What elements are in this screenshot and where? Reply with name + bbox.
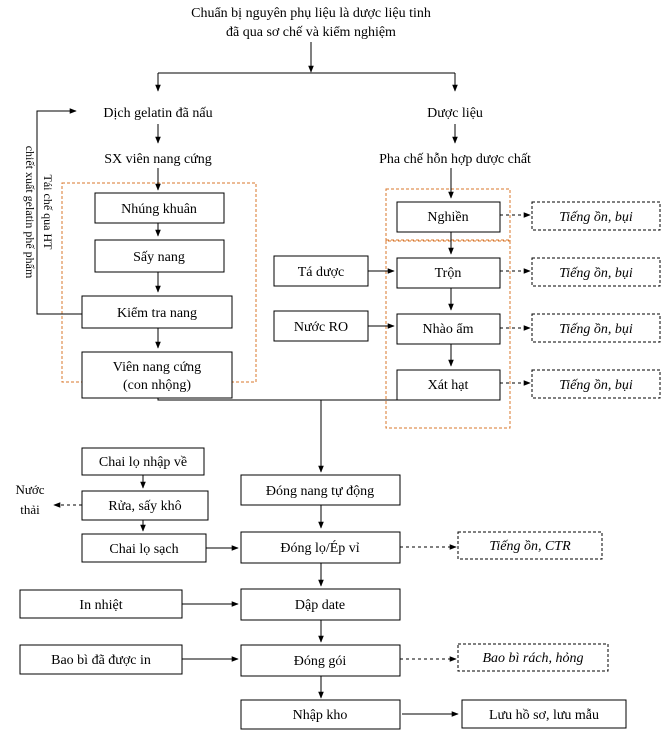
printed-packaging-box: Bao bì đã được in: [19, 644, 183, 675]
ro-water-box: Nước RO: [273, 310, 369, 342]
heat-print-label: In nhiệt: [79, 598, 122, 613]
header-line2: đã qua sơ chế và kiểm nghiệm: [226, 25, 396, 40]
grind-box: Nghiền: [396, 201, 501, 233]
packing-label: Đóng gói: [294, 654, 347, 669]
storage-label: Nhập kho: [293, 708, 348, 723]
inspect-capsule-label: Kiểm tra nang: [117, 306, 197, 321]
noise-ctr-box: Tiếng ồn, CTR: [457, 531, 603, 560]
herb-mix-label: Pha chế hỗn hợp dược chất: [379, 152, 531, 167]
hard-capsule-line1: Viên nang cứng: [113, 360, 201, 375]
noise-label-grind: Tiếng ồn, bụi: [559, 210, 633, 225]
noise-output-knead: Tiếng ồn, bụi: [531, 313, 661, 343]
bottle-blister-box: Đóng lọ/Ép vỉ: [240, 531, 401, 564]
ro-water-label: Nước RO: [294, 320, 348, 335]
noise-label-knead: Tiếng ồn, bụi: [559, 322, 633, 337]
printed-packaging-label: Bao bì đã được in: [51, 653, 151, 668]
auto-fill-label: Đóng nang tự động: [266, 484, 374, 499]
storage-box: Nhập kho: [240, 699, 401, 730]
noise-output-granulate: Tiếng ồn, bụi: [531, 369, 661, 399]
records-label: Lưu hồ sơ, lưu mẫu: [489, 708, 599, 723]
records-box: Lưu hồ sơ, lưu mẫu: [461, 699, 627, 729]
bottles-imported-label: Chai lọ nhập về: [99, 455, 187, 470]
heat-print-box: In nhiệt: [19, 589, 183, 619]
dip-mold-box: Nhúng khuân: [94, 192, 225, 224]
excipient-label: Tá dược: [298, 265, 344, 280]
recycle-line1: Tái chế qua HT: [41, 175, 55, 251]
auto-fill-box: Đóng nang tự động: [240, 474, 401, 506]
noise-ctr-label: Tiếng ồn, CTR: [489, 539, 571, 554]
hard-capsule-line2: (con nhộng): [123, 378, 191, 393]
recycle-label: Tái chế qua HT chiết xuất gelatin phế ph…: [23, 146, 55, 279]
wastewater-line2: thải: [20, 502, 40, 517]
packing-box: Đóng gói: [240, 644, 401, 677]
blend-label: Trộn: [435, 266, 462, 281]
clean-bottles-label: Chai lọ sạch: [109, 542, 178, 557]
clean-bottles-box: Chai lọ sạch: [81, 533, 207, 563]
date-stamp-label: Dập date: [295, 598, 345, 613]
bottles-imported-box: Chai lọ nhập về: [81, 447, 205, 476]
date-stamp-box: Dập date: [240, 588, 401, 621]
gelatin-cooked-label: Dịch gelatin đã nấu: [103, 106, 212, 121]
herb-label: Dược liệu: [427, 106, 483, 121]
noise-label-blend: Tiếng ồn, bụi: [559, 266, 633, 281]
damaged-packaging-box: Bao bì rách, hỏng: [457, 643, 609, 672]
mix-group-border: [385, 239, 511, 429]
excipient-box: Tá dược: [273, 255, 369, 287]
damaged-packaging-label: Bao bì rách, hỏng: [482, 651, 583, 666]
dashed-edges: [53, 212, 531, 662]
grind-group-border: [385, 188, 511, 242]
header-line1: Chuẩn bị nguyên phụ liệu là dược liệu ti…: [191, 6, 431, 21]
knead-label: Nhào ẩm: [423, 322, 474, 337]
noise-output-grind: Tiếng ồn, bụi: [531, 201, 661, 231]
recycle-line2: chiết xuất gelatin phế phẩm: [23, 146, 37, 279]
granulate-label: Xát hạt: [428, 378, 469, 393]
granulate-box: Xát hạt: [396, 369, 501, 401]
sx-capsule-label: SX viên nang cứng: [104, 152, 212, 167]
wash-dry-label: Rửa, sấy khô: [108, 499, 181, 514]
wash-dry-box: Rửa, sấy khô: [81, 490, 209, 521]
noise-label-granulate: Tiếng ồn, bụi: [559, 378, 633, 393]
hard-capsule-box: Viên nang cứng (con nhộng): [81, 351, 233, 399]
grind-label: Nghiền: [427, 210, 468, 225]
blend-box: Trộn: [396, 257, 501, 289]
dip-mold-label: Nhúng khuân: [121, 202, 197, 217]
bottle-blister-label: Đóng lọ/Ép vỉ: [280, 539, 359, 556]
noise-output-blend: Tiếng ồn, bụi: [531, 257, 661, 287]
inspect-capsule-box: Kiểm tra nang: [81, 295, 233, 329]
knead-box: Nhào ẩm: [396, 313, 501, 345]
dry-capsule-label: Sấy nang: [133, 250, 185, 265]
dry-capsule-box: Sấy nang: [94, 239, 225, 273]
wastewater-line1: Nước: [15, 482, 44, 497]
